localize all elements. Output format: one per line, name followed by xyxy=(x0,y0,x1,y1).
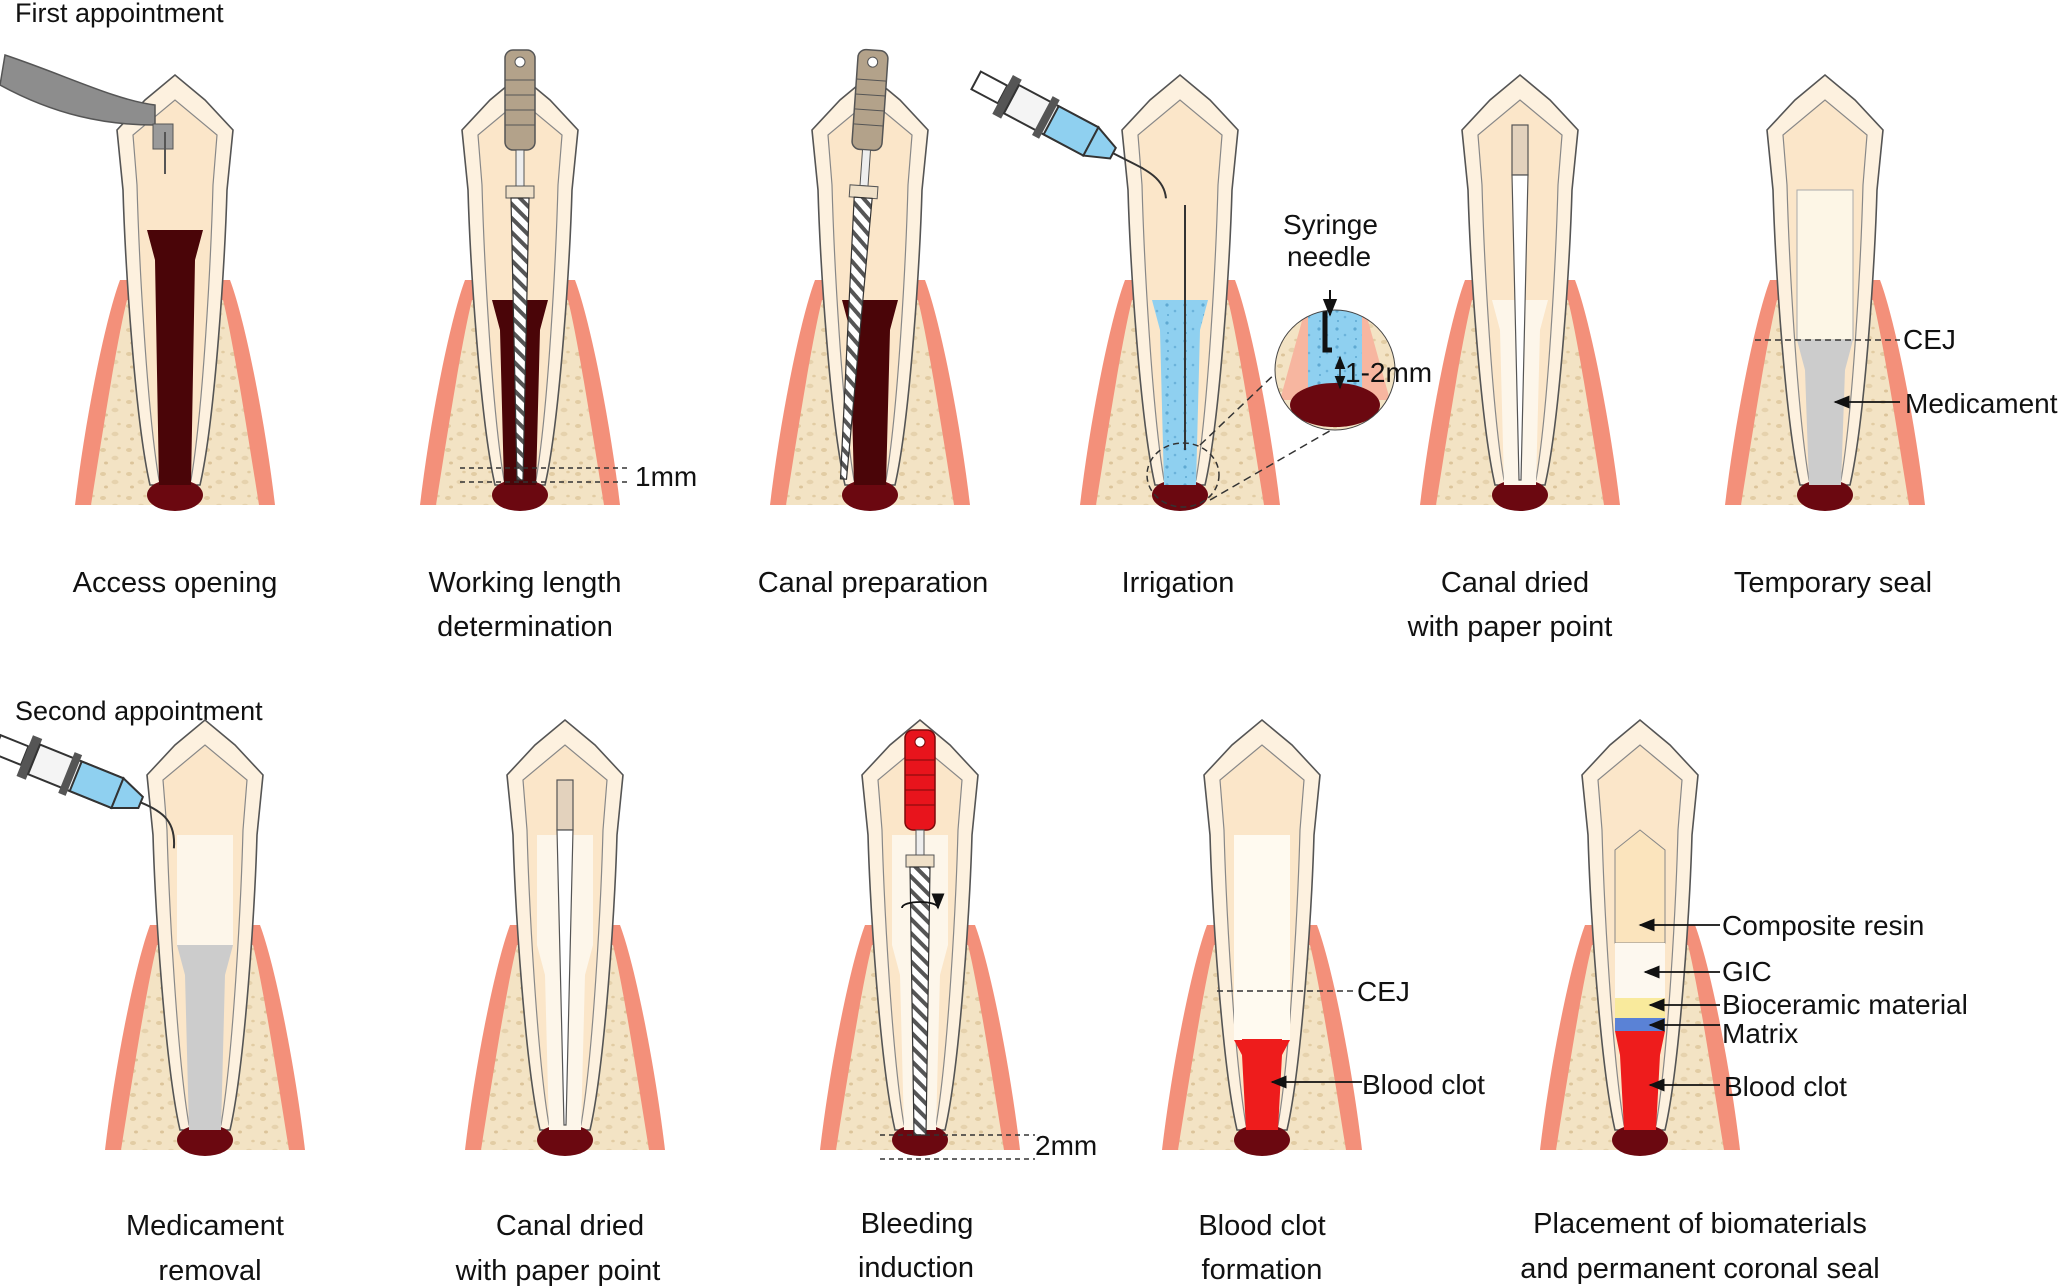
gic-label: GIC xyxy=(1722,956,1772,987)
step-canal-preparation xyxy=(769,48,971,512)
cej-label-top: CEJ xyxy=(1903,324,1956,355)
caption-irrigation: Irrigation xyxy=(1122,567,1235,599)
syringe-needle-label-2: needle xyxy=(1287,241,1371,272)
syringe-needle-label-1: Syringe xyxy=(1283,209,1378,240)
bioceramic-layer xyxy=(1615,998,1665,1018)
irrigation-needle-zoom xyxy=(1274,290,1396,431)
paper-point-icon xyxy=(1511,124,1529,481)
blood-clot-layer xyxy=(1615,1031,1665,1130)
composite-resin-label: Composite resin xyxy=(1722,910,1924,941)
caption-blood-clot-formation-1: Blood clot xyxy=(1198,1210,1325,1242)
step-irrigation xyxy=(970,70,1341,512)
endo-file-icon xyxy=(839,48,889,480)
cej-label-bottom: CEJ xyxy=(1357,976,1410,1007)
caption-canal-dried-3: Canal dried xyxy=(496,1210,644,1242)
caption-canal-preparation: Canal preparation xyxy=(758,567,989,599)
step-working-length xyxy=(419,49,630,512)
handpiece-icon xyxy=(0,54,156,126)
label-1-2mm: 1-2mm xyxy=(1345,357,1432,388)
step-canal-dried xyxy=(1419,74,1621,512)
blood-clot-label-2: Blood clot xyxy=(1724,1071,1847,1102)
syringe-icon xyxy=(970,70,1167,199)
caption-biomaterials-1: Placement of biomaterials xyxy=(1533,1208,1867,1240)
caption-working-length-2: determination xyxy=(437,611,613,643)
label-1mm: 1mm xyxy=(635,461,697,492)
caption-canal-dried-2: with paper point xyxy=(1407,611,1613,643)
caption-temporary-seal: Temporary seal xyxy=(1734,567,1932,599)
step-bleeding-induction xyxy=(819,719,1035,1160)
label-2mm: 2mm xyxy=(1035,1130,1097,1161)
medicament-label: Medicament xyxy=(1905,388,2058,419)
step-canal-dried-2 xyxy=(464,719,666,1157)
caption-canal-dried-4: with paper point xyxy=(455,1255,661,1286)
caption-working-length-1: Working length xyxy=(429,567,622,599)
caption-bleeding-induction-1: Bleeding xyxy=(861,1208,974,1240)
caption-medicament-removal-1: Medicament xyxy=(126,1210,284,1242)
step-medicament-removal xyxy=(0,719,306,1157)
blood-clot-label-1: Blood clot xyxy=(1362,1069,1485,1100)
paper-point-icon xyxy=(556,779,574,1126)
caption-access-opening: Access opening xyxy=(73,567,278,599)
step-temporary-seal xyxy=(1724,74,1926,512)
first-appointment-title: First appointment xyxy=(15,0,224,28)
caption-canal-dried-1: Canal dried xyxy=(1441,567,1589,599)
step-biomaterials-placement xyxy=(1539,719,1741,1157)
bioceramic-label: Bioceramic material xyxy=(1722,989,1968,1020)
red-endo-file-icon xyxy=(901,729,945,1136)
caption-blood-clot-formation-2: formation xyxy=(1202,1254,1323,1286)
step-access-opening xyxy=(0,54,276,512)
caption-biomaterials-2: and permanent coronal seal xyxy=(1520,1253,1880,1285)
syringe-icon xyxy=(0,733,176,849)
matrix-label: Matrix xyxy=(1722,1018,1798,1049)
composite-resin-layer xyxy=(1614,829,1666,944)
second-appointment-title: Second appointment xyxy=(15,696,263,726)
caption-medicament-removal-2: removal xyxy=(158,1255,261,1286)
gic-layer xyxy=(1615,943,1665,998)
step-blood-clot-formation xyxy=(1161,719,1363,1157)
caption-bleeding-induction-2: induction xyxy=(858,1252,974,1284)
endo-file-icon xyxy=(504,49,536,481)
